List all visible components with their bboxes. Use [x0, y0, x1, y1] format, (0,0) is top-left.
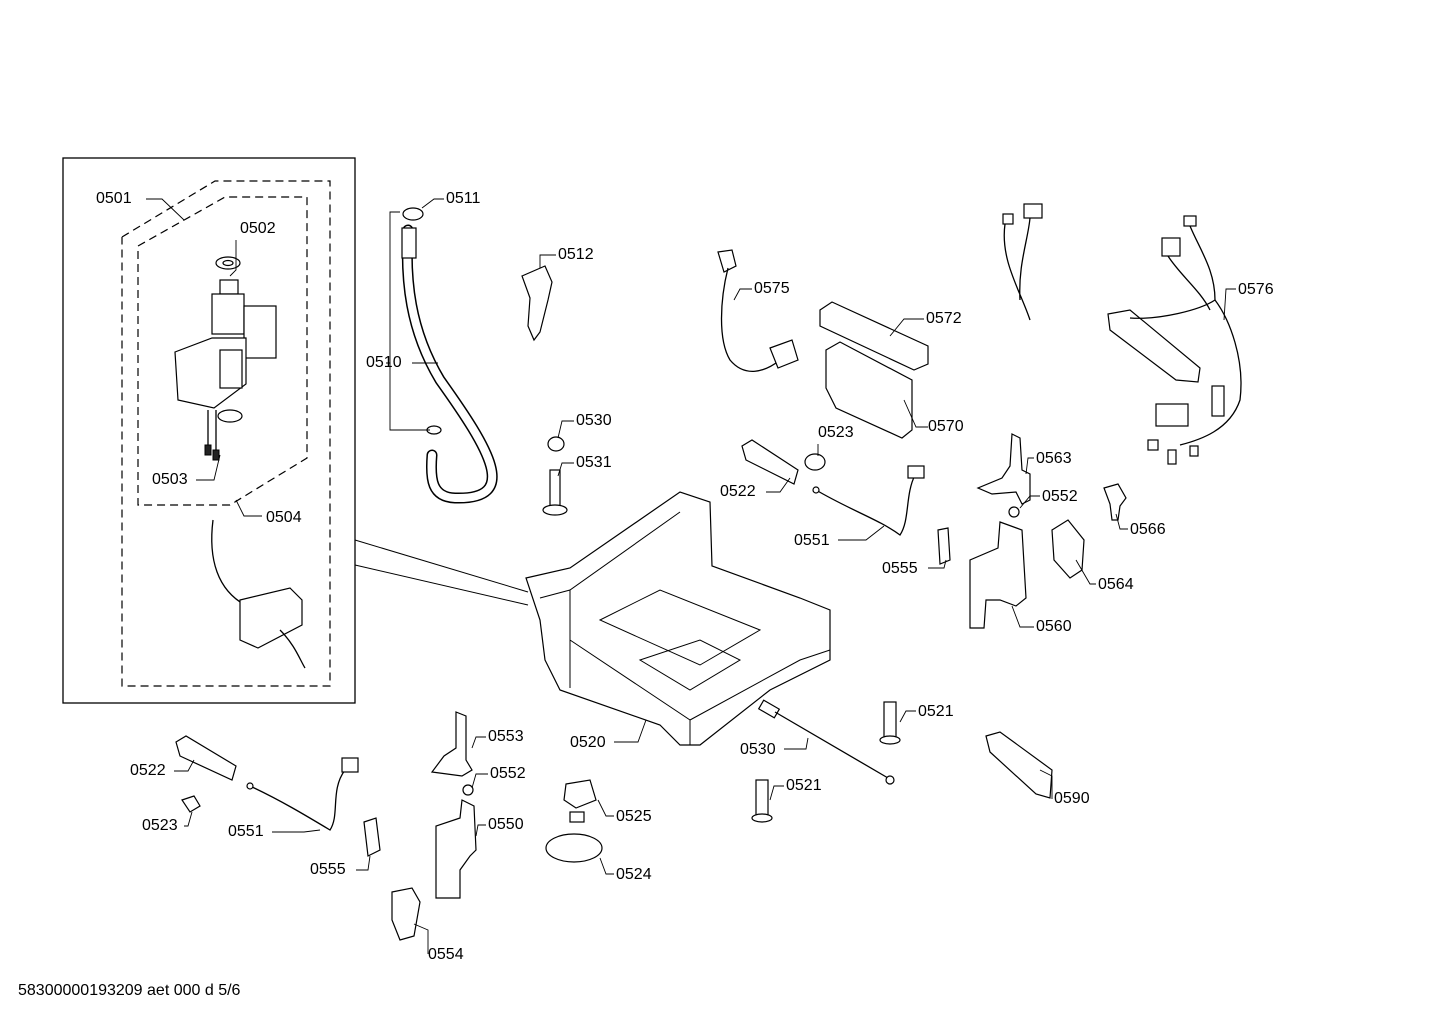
- label-0590: 0590: [1054, 790, 1090, 807]
- label-0504: 0504: [266, 509, 302, 526]
- switch-0525: [563, 779, 597, 809]
- label-0551-upper: 0551: [794, 532, 830, 549]
- label-0521-a: 0521: [918, 703, 954, 720]
- label-0525: 0525: [616, 808, 652, 825]
- bracket-0554: [391, 887, 421, 941]
- label-0555-lower: 0555: [310, 861, 346, 878]
- label-0563: 0563: [1036, 450, 1072, 467]
- label-0521-b: 0521: [786, 777, 822, 794]
- sensor-0566: [1103, 483, 1127, 521]
- label-0575: 0575: [754, 280, 790, 297]
- float-disc-0524: [545, 833, 603, 863]
- clip-part: [521, 265, 553, 342]
- label-0551-lower: 0551: [228, 823, 264, 840]
- bracket-0550: [435, 799, 477, 899]
- label-0555-upper: 0555: [882, 560, 918, 577]
- label-0502: 0502: [240, 220, 276, 237]
- detail-inset: [62, 157, 529, 704]
- cover-panel: [819, 301, 929, 439]
- label-0550: 0550: [488, 816, 524, 833]
- inlet-valve: [174, 256, 306, 669]
- label-0564: 0564: [1098, 576, 1134, 593]
- cable-lower: [246, 757, 359, 831]
- wiring-harness: [1002, 203, 1242, 465]
- bracket-0560: [969, 521, 1027, 629]
- bracket-0553: [430, 711, 473, 777]
- label-0566: 0566: [1130, 521, 1166, 538]
- label-0503: 0503: [152, 471, 188, 488]
- rod-0530: [757, 699, 895, 785]
- bracket-0564: [1051, 519, 1085, 579]
- rail-0590: [985, 731, 1053, 799]
- spring-lower: [175, 735, 237, 813]
- label-0560: 0560: [1036, 618, 1072, 635]
- label-0554: 0554: [428, 946, 464, 963]
- label-0531: 0531: [576, 454, 612, 471]
- label-0572: 0572: [926, 310, 962, 327]
- bracket-0563: [976, 433, 1031, 505]
- base-tub: [525, 491, 831, 746]
- screw-foot-upper: [542, 436, 568, 516]
- label-0553: 0553: [488, 728, 524, 745]
- label-0530-upper: 0530: [576, 412, 612, 429]
- label-0576: 0576: [1238, 281, 1274, 298]
- clip-0555-lower: [363, 817, 381, 857]
- power-cord: [717, 249, 799, 372]
- part-0524-top: [569, 811, 585, 823]
- spring-upper: [741, 439, 826, 485]
- screw-foot-0521-a: [879, 701, 901, 745]
- screw-foot-0521-b: [751, 779, 773, 823]
- label-0570: 0570: [928, 418, 964, 435]
- drain-hose: [401, 207, 498, 504]
- label-0501: 0501: [96, 190, 132, 207]
- label-0523-upper: 0523: [818, 424, 854, 441]
- label-0511: 0511: [446, 190, 481, 207]
- label-0510: 0510: [366, 354, 402, 371]
- clip-0552-lower: [462, 784, 474, 796]
- label-0523-lower: 0523: [142, 817, 178, 834]
- clip-0555-upper: [937, 527, 951, 565]
- label-0512: 0512: [558, 246, 594, 263]
- leader-lines: [146, 198, 1236, 954]
- label-0522-upper: 0522: [720, 483, 756, 500]
- label-0520: 0520: [570, 734, 606, 751]
- label-0530-lower: 0530: [740, 741, 776, 758]
- label-0522-lower: 0522: [130, 762, 166, 779]
- label-0552-upper: 0552: [1042, 488, 1078, 505]
- cable-upper: [812, 465, 925, 536]
- label-0552-lower: 0552: [490, 765, 526, 782]
- document-reference: 58300000193209 aet 000 d 5/6: [18, 982, 241, 999]
- clip-0552-upper: [1008, 506, 1020, 518]
- label-0524: 0524: [616, 866, 652, 883]
